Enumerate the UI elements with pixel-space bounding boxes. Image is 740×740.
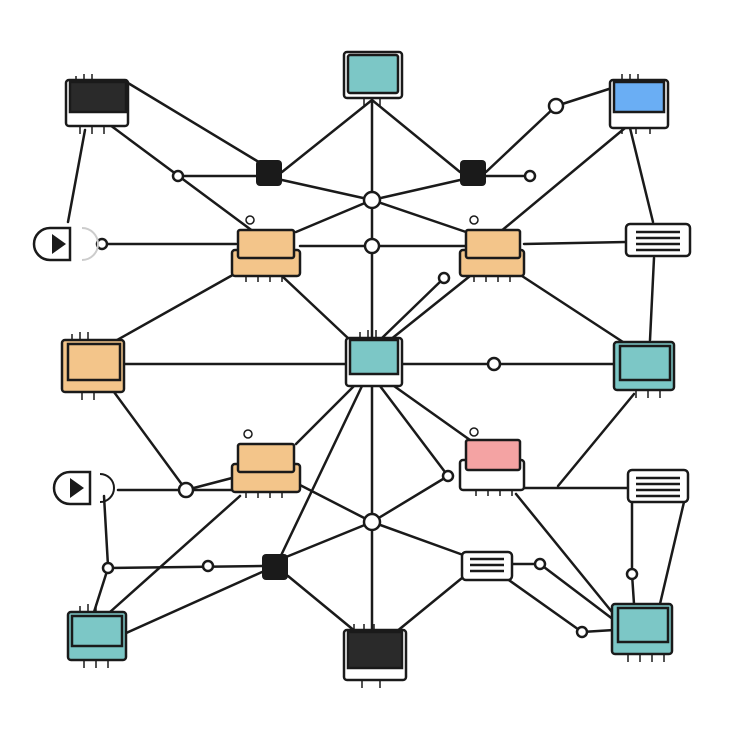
link <box>380 276 446 340</box>
link <box>498 126 627 234</box>
junction-node <box>101 561 115 575</box>
switches <box>256 160 486 580</box>
link <box>112 390 188 492</box>
junction-nodes <box>95 97 639 639</box>
link <box>484 104 558 174</box>
upper-left-play-device <box>32 226 99 262</box>
link <box>370 520 468 558</box>
link <box>388 274 472 342</box>
junction-node <box>201 559 215 573</box>
connections <box>66 81 686 636</box>
link <box>280 178 374 202</box>
lower-right-module <box>458 427 526 496</box>
link <box>392 384 472 442</box>
link <box>66 128 87 224</box>
junction-node <box>523 169 537 183</box>
middle-left-monitor <box>60 332 126 400</box>
center-monitor <box>344 330 404 388</box>
link <box>294 198 374 234</box>
bottom-right-monitor <box>610 602 674 662</box>
link <box>538 562 616 622</box>
link <box>648 256 656 342</box>
junction-node <box>177 481 195 499</box>
middle-right-monitor <box>612 340 676 398</box>
link <box>628 126 655 224</box>
hub-node <box>362 190 382 210</box>
lower-right-panel <box>626 468 690 504</box>
junction-node <box>533 557 547 571</box>
link <box>556 392 636 488</box>
devices <box>60 50 676 688</box>
bottom-left-monitor <box>66 604 128 668</box>
junction-node <box>437 271 451 285</box>
upper-right-panel <box>624 222 692 258</box>
top-left-monitor <box>64 74 130 134</box>
link <box>522 240 628 246</box>
hub-node <box>362 512 382 532</box>
junction-node <box>486 356 502 372</box>
center-left-module <box>230 215 302 282</box>
bottom-mid-panel <box>460 550 514 582</box>
center-right-module <box>458 215 526 282</box>
junction-node <box>171 169 185 183</box>
junction-node <box>441 469 455 483</box>
junction-node <box>575 625 589 639</box>
link <box>658 500 686 606</box>
link <box>554 86 614 108</box>
link <box>280 274 352 342</box>
link <box>106 564 264 570</box>
play-devices <box>32 226 115 506</box>
link <box>514 492 614 614</box>
link <box>102 494 110 568</box>
link <box>370 178 462 202</box>
lower-left-play-device <box>52 470 115 506</box>
top-center-monitor <box>342 50 404 106</box>
link <box>286 574 358 634</box>
link <box>274 384 364 568</box>
link <box>122 570 264 636</box>
link <box>108 494 242 614</box>
link <box>370 474 450 524</box>
lower-left-module <box>230 429 302 498</box>
link <box>378 384 450 478</box>
link <box>370 98 462 174</box>
right-switch <box>460 160 486 186</box>
link <box>126 81 269 169</box>
hub-node <box>363 237 381 255</box>
link <box>394 576 464 634</box>
junction-node <box>625 567 639 581</box>
link <box>520 274 628 346</box>
link <box>280 98 374 174</box>
link <box>370 198 468 234</box>
left-switch <box>256 160 282 186</box>
bottom-switch <box>262 554 288 580</box>
link <box>108 270 240 346</box>
link <box>296 482 374 524</box>
junction-node <box>547 97 565 115</box>
top-right-monitor <box>608 74 670 134</box>
link <box>294 384 356 446</box>
link <box>504 576 584 634</box>
bottom-center-monitor <box>342 624 408 688</box>
panels <box>460 222 692 582</box>
